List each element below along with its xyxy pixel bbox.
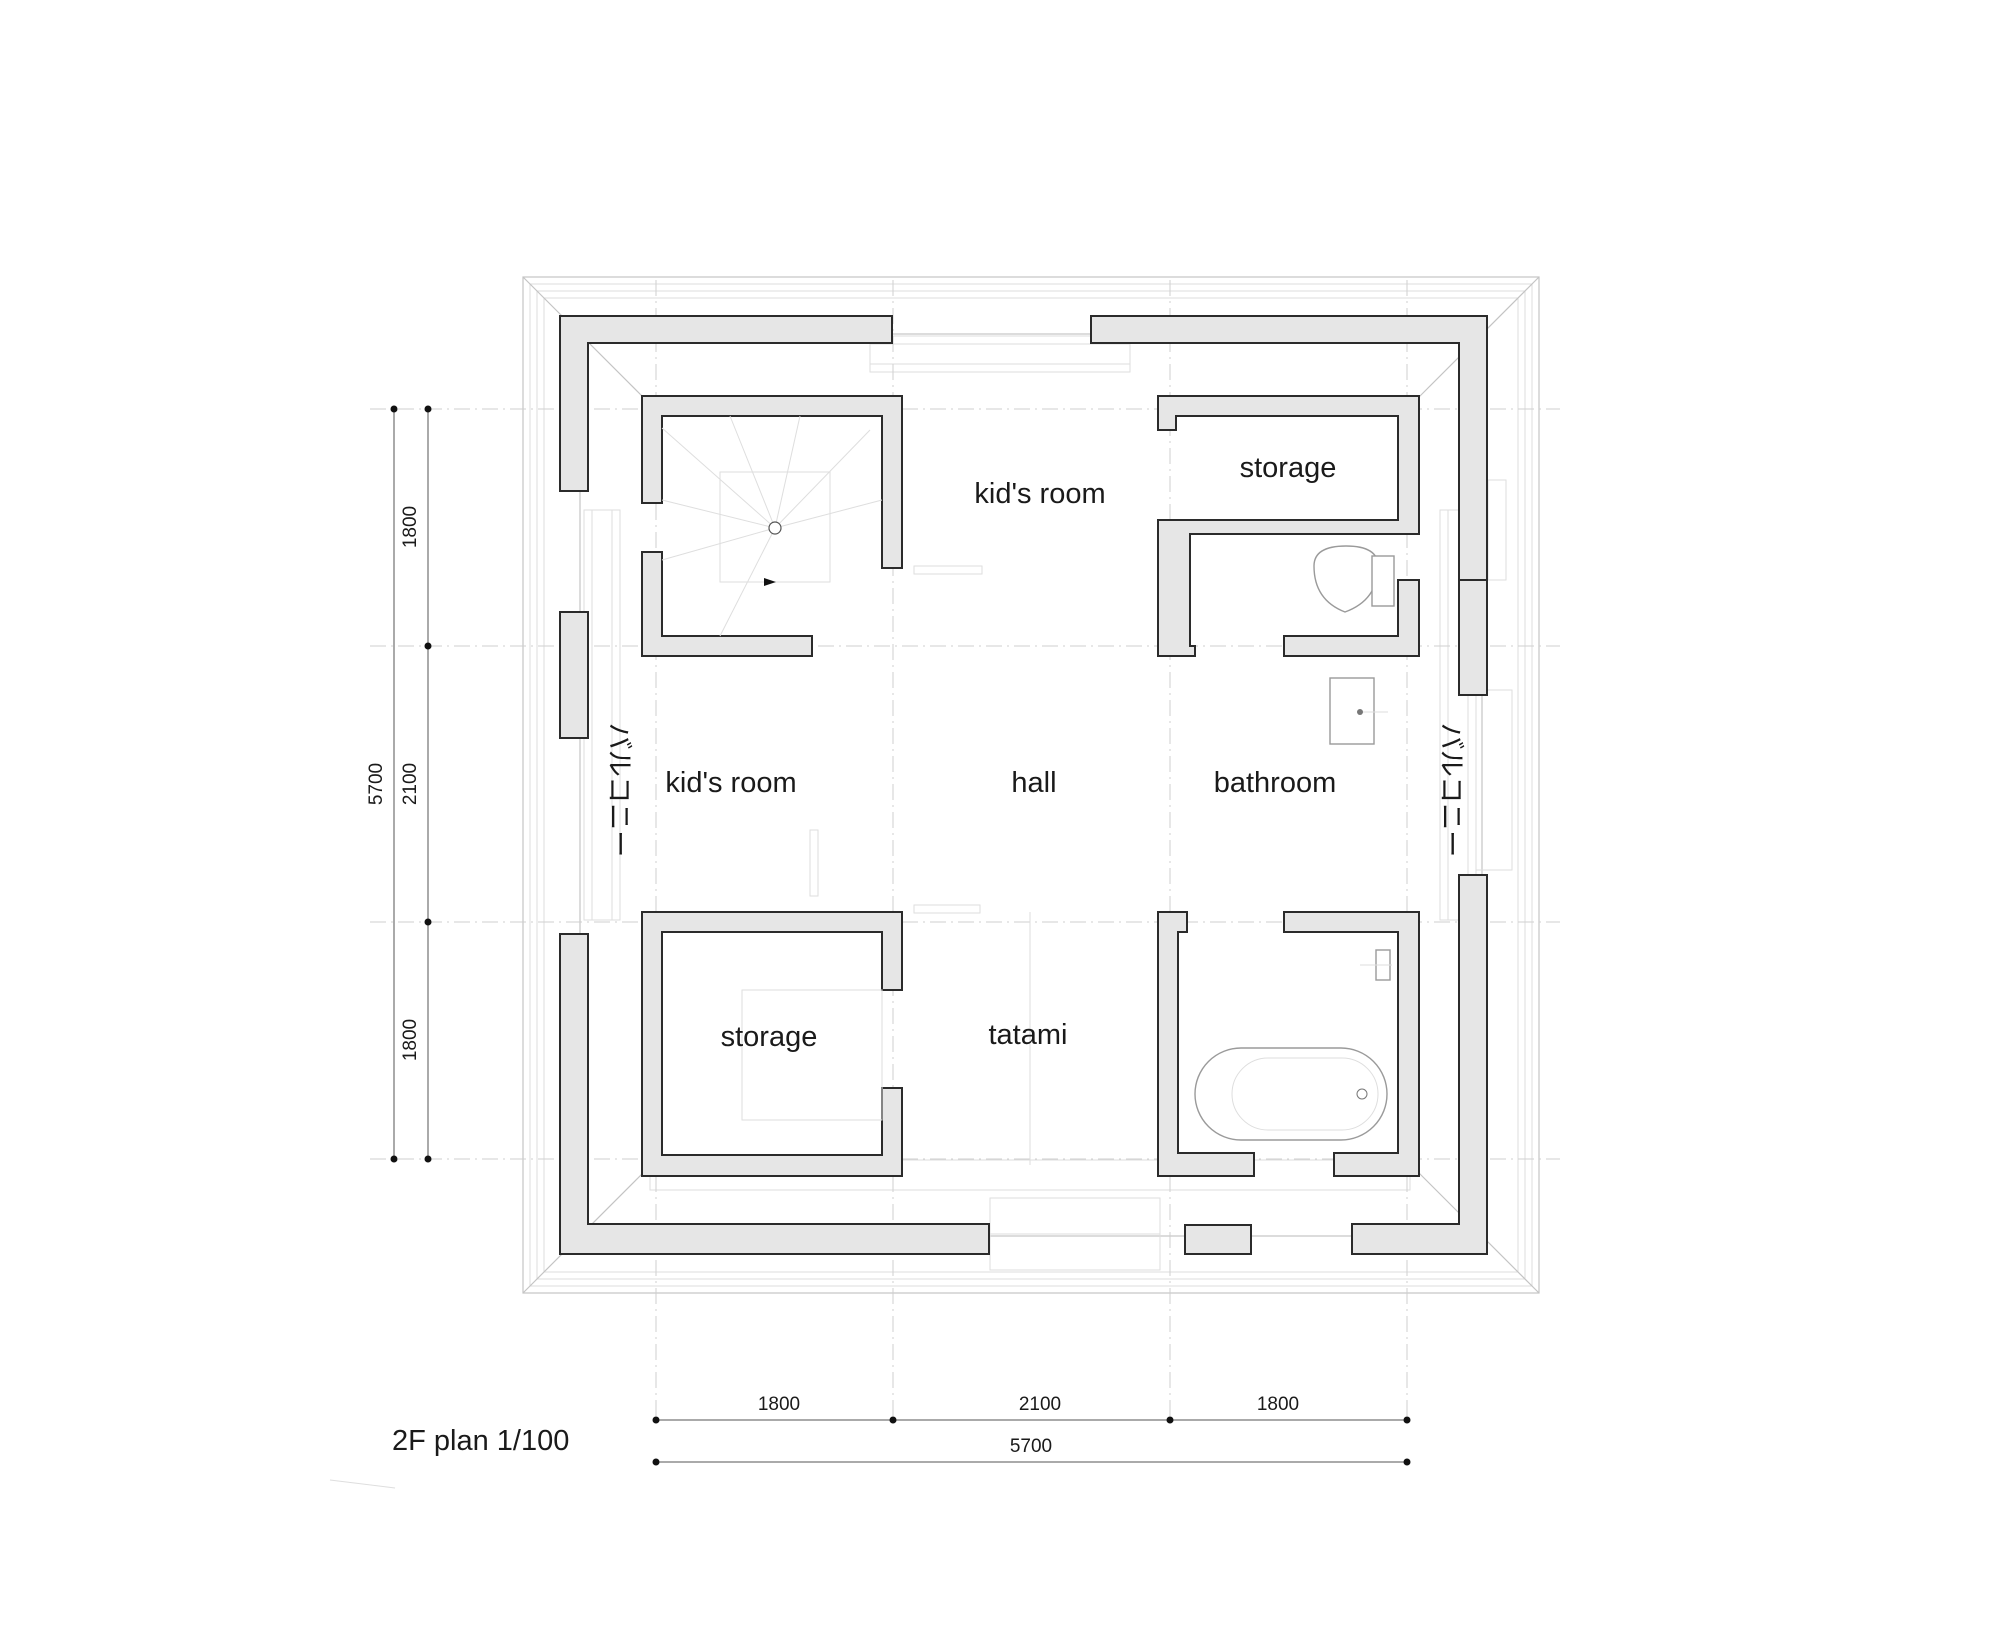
wall-bottom-left <box>559 933 990 1255</box>
room-label-hall: hall <box>1011 767 1056 799</box>
fixtures <box>741 545 1395 1165</box>
balcony-label-left: バルコニー <box>603 723 634 857</box>
room-label-kids-room-top: kid's room <box>974 478 1105 510</box>
dim-h-seg-3: 1800 <box>1257 1394 1299 1415</box>
dimension-vertical: 1800 2100 1800 5700 <box>366 405 432 1163</box>
room-label-storage-top: storage <box>1240 452 1337 484</box>
dimension-horizontal: 1800 2100 1800 5700 <box>652 1394 1411 1466</box>
dim-v-total: 5700 <box>366 763 387 805</box>
balcony-label-right: バルコニー <box>1435 723 1466 857</box>
dim-v-seg-3: 1800 <box>400 1019 421 1061</box>
dim-v-seg-1: 1800 <box>400 506 421 548</box>
wall-bath-left <box>1157 911 1255 1177</box>
wall-bottom-right <box>1351 874 1488 1255</box>
balcony-decking <box>583 335 1513 1271</box>
dim-v-seg-2: 2100 <box>400 763 421 805</box>
wall-left-middle <box>559 611 589 739</box>
room-label-kids-room-left: kid's room <box>665 767 796 799</box>
plan-title: 2F plan 1/100 <box>392 1425 569 1457</box>
wall-right-middle <box>1458 579 1488 696</box>
exterior-walls <box>559 315 1488 1255</box>
toilet-icon <box>1313 545 1379 613</box>
interior-walls <box>641 395 1420 1177</box>
room-label-storage-bottom: storage <box>721 1021 818 1053</box>
dim-h-seg-2: 2100 <box>1019 1394 1061 1415</box>
wall-stair-bottom <box>641 551 813 657</box>
bathtub-icon <box>1194 1047 1388 1141</box>
room-label-bathroom: bathroom <box>1214 767 1337 799</box>
dim-h-total: 5700 <box>1010 1436 1052 1457</box>
spiral-stair <box>661 415 883 637</box>
sink-icon <box>1329 677 1375 745</box>
room-labels: kid's room storage kid's room hall bathr… <box>603 452 1466 1053</box>
wall-top-left <box>559 315 893 492</box>
wall-storage-top <box>1157 395 1420 657</box>
wall-bath-right <box>1283 911 1420 1177</box>
dim-h-seg-1: 1800 <box>758 1394 800 1415</box>
wall-bottom-middle <box>1184 1224 1252 1255</box>
wall-stair-top <box>641 395 903 569</box>
wall-storage-bottom <box>641 911 903 1177</box>
room-label-tatami: tatami <box>989 1019 1068 1051</box>
wall-toilet-right <box>1283 579 1420 657</box>
